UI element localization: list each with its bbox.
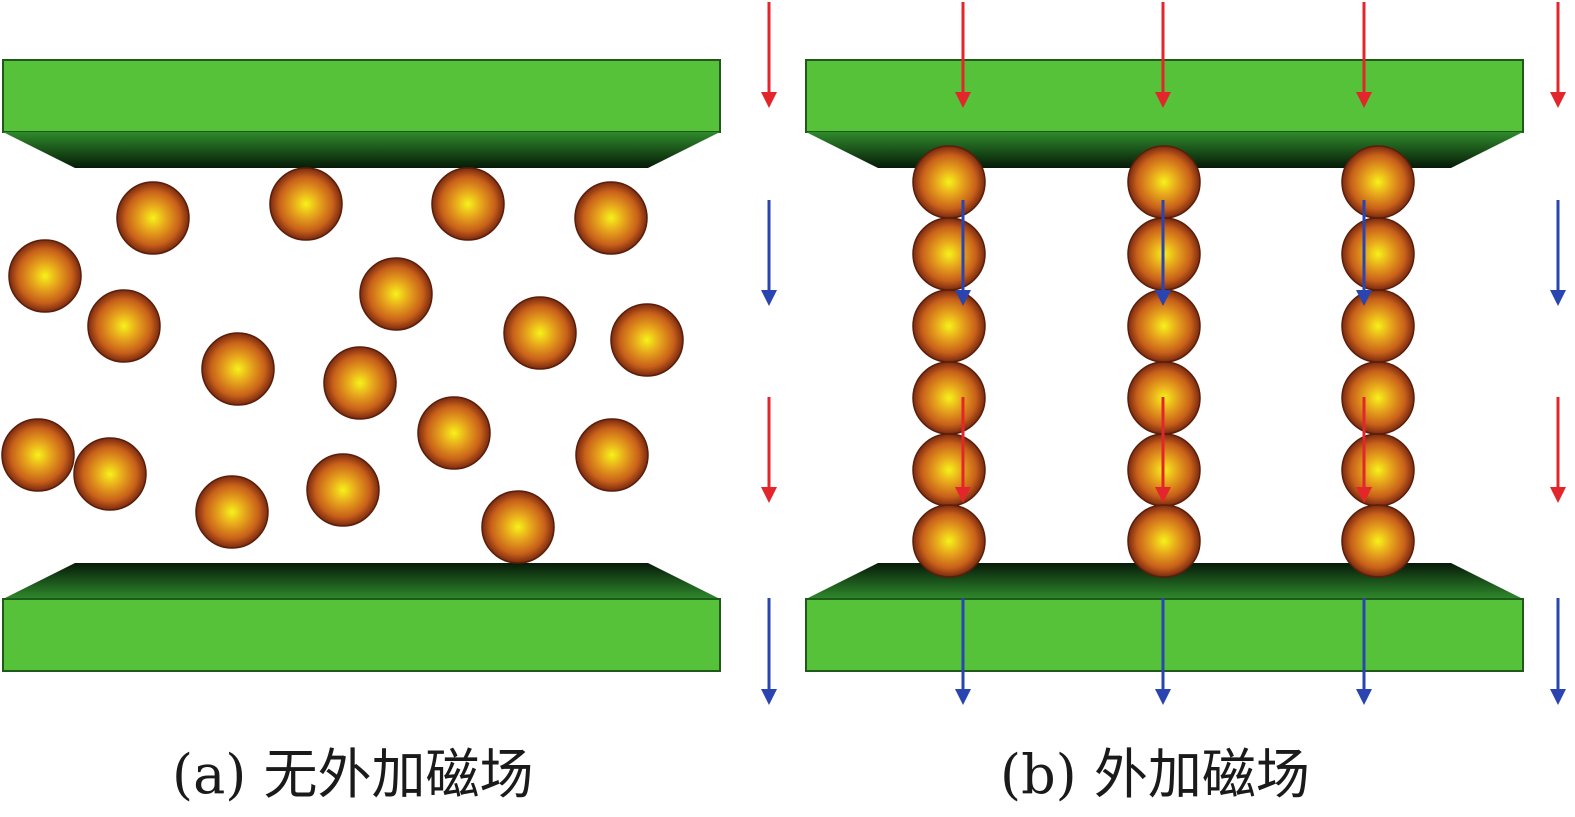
chain-3-particle-6 xyxy=(1341,504,1415,578)
panel-a-bottom-plate xyxy=(2,563,721,672)
chain-3-particle-5 xyxy=(1341,433,1415,507)
particle-7 xyxy=(359,257,433,331)
chain-3-particle-3 xyxy=(1341,289,1415,363)
chain-1-particle-2 xyxy=(912,217,986,291)
particle-3 xyxy=(431,167,505,241)
field-arrow-chain-3-4 xyxy=(1356,598,1372,705)
particle-18 xyxy=(481,490,555,564)
particle-6 xyxy=(87,289,161,363)
particle-14 xyxy=(73,437,147,511)
particle-5 xyxy=(8,239,82,313)
field-arrow-side-2-1 xyxy=(1550,2,1566,108)
field-arrow-chain-1-1 xyxy=(955,2,971,108)
panel-a-top-plate xyxy=(2,59,721,168)
particle-10 xyxy=(201,332,275,406)
particle-13 xyxy=(1,418,75,492)
panel-b-caption: (b) 外加磁场 xyxy=(1000,743,1310,806)
field-arrow-side-1-1 xyxy=(761,2,777,108)
field-arrow-chain-2-1 xyxy=(1155,2,1171,108)
particle-15 xyxy=(575,418,649,492)
chain-1-particle-4 xyxy=(912,361,986,435)
field-arrow-side-2-4 xyxy=(1550,598,1566,705)
chain-1-particle-1 xyxy=(912,145,986,219)
particle-11 xyxy=(323,346,397,420)
field-arrow-chain-1-3 xyxy=(955,397,971,503)
particle-1 xyxy=(116,181,190,255)
chain-3-particle-1 xyxy=(1341,145,1415,219)
field-arrow-chain-2-4 xyxy=(1155,598,1171,705)
field-arrow-chain-2-2 xyxy=(1155,200,1171,306)
chain-2-particle-6 xyxy=(1127,504,1201,578)
particle-17 xyxy=(195,475,269,549)
field-arrow-chain-3-1 xyxy=(1356,2,1372,108)
field-arrow-side-1-4 xyxy=(761,598,777,705)
field-arrow-chain-3-2 xyxy=(1356,200,1372,306)
particle-12 xyxy=(417,396,491,470)
chain-1-particle-5 xyxy=(912,433,986,507)
field-arrow-chain-1-2 xyxy=(955,200,971,306)
field-arrow-side-2-3 xyxy=(1550,397,1566,503)
field-arrow-side-1-2 xyxy=(761,200,777,306)
chain-1-particle-3 xyxy=(912,289,986,363)
magnetic-field-arrows xyxy=(761,2,1566,705)
panel-a-caption: (a) 无外加磁场 xyxy=(172,743,534,806)
particle-16 xyxy=(306,453,380,527)
particle-4 xyxy=(574,181,648,255)
particle-2 xyxy=(269,167,343,241)
panel-b-particle-chains xyxy=(912,145,1415,578)
chain-1-particle-6 xyxy=(912,504,986,578)
chain-3-particle-2 xyxy=(1341,217,1415,291)
field-arrow-side-1-3 xyxy=(761,397,777,503)
field-arrow-chain-1-4 xyxy=(955,598,971,705)
field-arrow-side-2-2 xyxy=(1550,200,1566,306)
particle-8 xyxy=(503,296,577,370)
particle-9 xyxy=(610,303,684,377)
field-arrow-chain-3-3 xyxy=(1356,397,1372,503)
chain-3-particle-4 xyxy=(1341,361,1415,435)
panel-a-random-particles xyxy=(1,167,684,564)
field-arrow-chain-2-3 xyxy=(1155,397,1171,503)
